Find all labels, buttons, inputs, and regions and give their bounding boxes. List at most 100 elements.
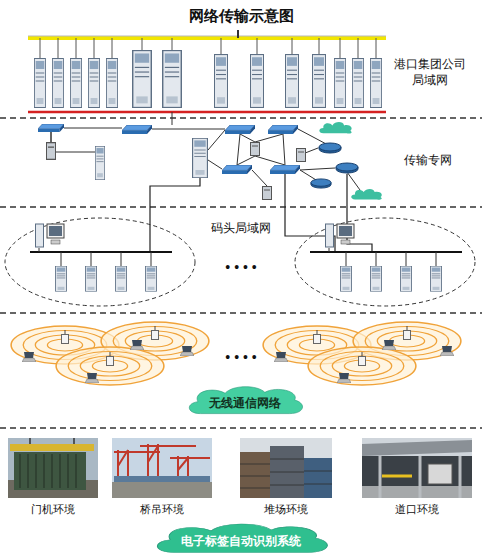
laptop <box>85 373 99 383</box>
laptop <box>180 346 194 356</box>
server-tower <box>313 55 326 108</box>
lan-bus <box>28 36 386 40</box>
crane-cable <box>30 438 74 444</box>
lan-bus <box>28 36 386 37</box>
laptop <box>22 352 36 362</box>
container-seams <box>240 459 332 488</box>
yard-photo <box>240 438 332 498</box>
server-tower <box>88 59 99 108</box>
workstation <box>326 224 355 247</box>
radio-coverage <box>308 347 416 385</box>
network-link <box>51 112 360 190</box>
server-tower <box>115 266 126 291</box>
lan-bus <box>310 251 462 253</box>
server-rack <box>193 138 208 177</box>
photo-ground <box>112 482 212 498</box>
photo-panel: 桥吊环境 <box>112 438 212 516</box>
band-separator <box>0 427 482 429</box>
server-tower <box>55 266 66 291</box>
server-tower <box>145 266 156 291</box>
band-separator <box>0 118 482 428</box>
band-separator <box>0 117 482 119</box>
photo-panel: 堆场环境 <box>240 438 332 516</box>
cloud-label: 电子标签自动识别系统 <box>148 520 334 556</box>
photo-sky <box>240 438 332 498</box>
container-stack <box>304 458 332 498</box>
server-tower <box>52 59 63 108</box>
photo-caption: 桥吊环境 <box>140 503 184 516</box>
server-tower <box>95 146 104 179</box>
band-separator <box>0 312 482 314</box>
lan-boundary <box>5 218 195 306</box>
network-switch <box>270 165 300 174</box>
access-point <box>62 330 69 344</box>
access-point <box>404 326 411 340</box>
cloud-outline <box>157 524 327 552</box>
photo-sky <box>362 438 472 498</box>
network-cloud <box>351 189 382 200</box>
core-switch <box>336 163 358 173</box>
spreader <box>10 444 94 451</box>
lan-backbone <box>28 111 386 114</box>
server-tower <box>133 51 152 108</box>
diagram-title: 网络传输示意图 <box>0 7 482 26</box>
laptop <box>382 340 396 350</box>
transport-devices <box>38 122 382 200</box>
network-switch <box>222 165 252 174</box>
server-row <box>34 51 381 108</box>
band-label: 码头局域网 <box>195 220 287 236</box>
server-tower <box>400 266 411 291</box>
node-label: 无线通信网络 <box>209 396 281 410</box>
photo-panel: 道口环境 <box>362 438 472 516</box>
server-tower <box>430 266 441 291</box>
node-text-holder: 桥吊环境 <box>112 438 212 516</box>
server-tower <box>334 59 345 108</box>
server-tower <box>251 55 264 108</box>
laptop <box>440 346 454 356</box>
router-box <box>251 143 260 156</box>
wireless-cluster <box>263 322 461 385</box>
wireless-cluster <box>11 322 209 385</box>
network-switch <box>122 125 152 134</box>
server-tower <box>352 59 363 108</box>
server-tower <box>106 59 117 108</box>
server-tower <box>340 266 351 291</box>
server-tower <box>34 59 45 108</box>
server-tower <box>286 55 299 108</box>
access-point <box>359 352 366 366</box>
server-tower <box>215 55 228 108</box>
server-tower <box>163 51 182 108</box>
node-label: 电子标签自动识别系统 <box>181 534 301 548</box>
container-ribs <box>20 454 76 488</box>
container-row <box>114 476 210 482</box>
cloud-outline <box>189 387 302 414</box>
photo-sky <box>8 438 98 498</box>
container <box>14 452 86 490</box>
access-point <box>152 326 159 340</box>
node-text-holder: 电子标签自动识别系统 <box>148 520 334 559</box>
core-switch <box>311 179 331 188</box>
router-box <box>263 187 272 200</box>
laptop <box>337 373 351 383</box>
lan-boundary <box>295 218 475 306</box>
quay-crane-photo <box>112 438 212 498</box>
gantry-crane-photo <box>8 438 98 498</box>
router-box <box>297 149 306 162</box>
gate-barrier <box>382 475 412 478</box>
network-switch <box>268 125 298 134</box>
quay-crane <box>114 444 210 482</box>
cloud-label: 无线通信网络 <box>183 383 307 417</box>
gate-canopy <box>362 440 472 456</box>
network-switch <box>38 124 64 132</box>
laptop <box>130 340 144 350</box>
server-tower <box>370 59 381 108</box>
band-label: 传输专网 <box>388 152 468 168</box>
photo-caption: 门机环境 <box>31 503 75 516</box>
band-label: 港口集团公司 局域网 <box>392 56 468 88</box>
workstation <box>36 224 65 247</box>
access-point <box>107 352 114 366</box>
network-cloud <box>319 122 351 133</box>
